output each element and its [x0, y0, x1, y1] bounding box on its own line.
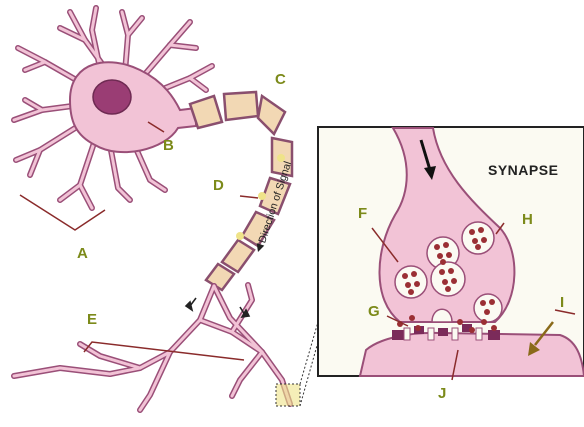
label-c: C	[275, 72, 286, 87]
label-j: J	[438, 386, 446, 401]
axon-terminals-inner	[14, 285, 290, 410]
label-b: B	[163, 138, 174, 153]
label-f: F	[358, 206, 367, 221]
label-g: G	[368, 304, 380, 319]
label-d: D	[213, 178, 224, 193]
label-a: A	[77, 246, 88, 261]
label-e: E	[87, 312, 97, 327]
label-h: H	[522, 212, 533, 227]
synapse-title: SYNAPSE	[488, 162, 558, 178]
label-i: I	[560, 295, 564, 310]
zoom-box	[276, 384, 300, 406]
cell-body	[70, 62, 196, 152]
zoom-guides	[300, 322, 318, 406]
arrow-down-icon	[186, 298, 249, 317]
nucleus	[93, 80, 131, 114]
